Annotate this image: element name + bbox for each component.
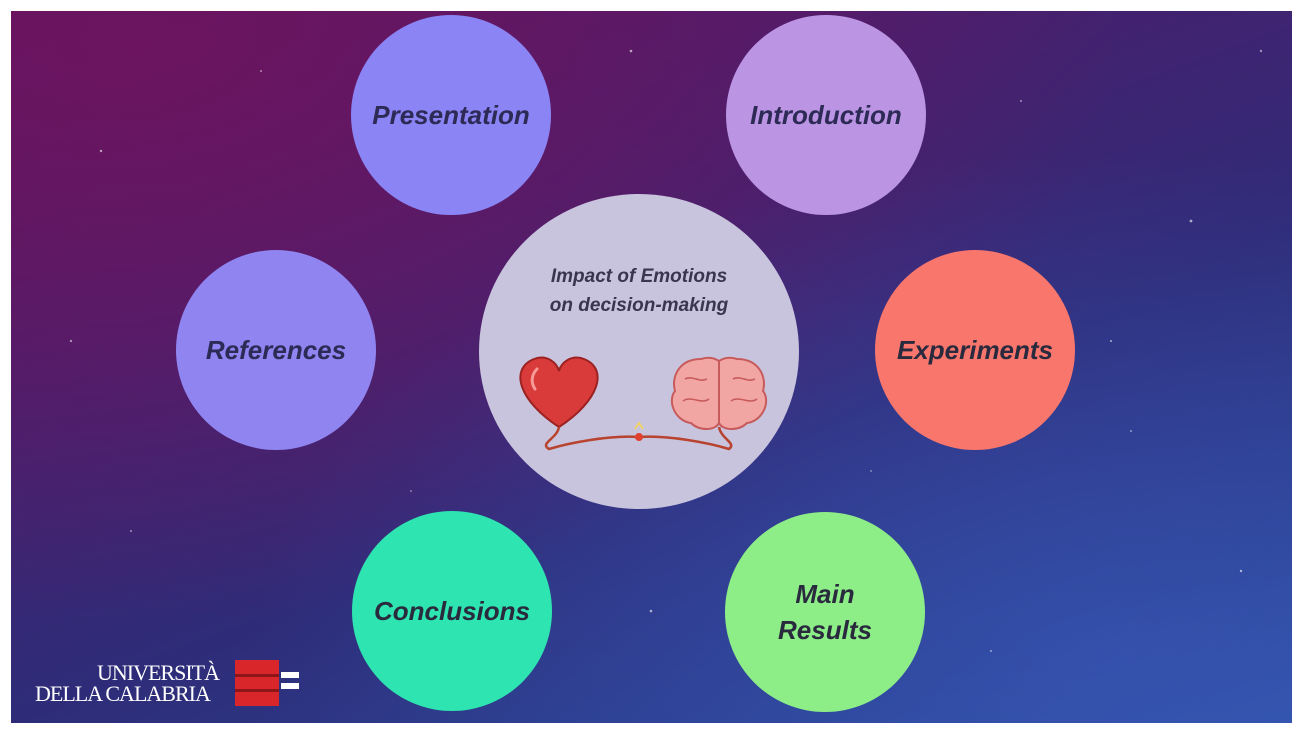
topic-conclusions-label: Conclusions xyxy=(373,596,530,626)
heart-icon xyxy=(519,356,599,429)
central-topic-title-line1: Impact of Emotions xyxy=(550,266,728,287)
central-topic-title-line2: on decision-making xyxy=(549,295,729,316)
topic-experiments-label: Experiments xyxy=(896,335,1054,365)
university-logo: UNIVERSITÀ DELLA CALABRIA xyxy=(33,658,323,710)
university-emblem-icon xyxy=(235,660,299,706)
topic-introduction-label: Introduction xyxy=(750,100,902,130)
topic-main-results-label: Main Results xyxy=(778,576,872,648)
heart-brain-illustration xyxy=(519,356,768,451)
brain-icon xyxy=(670,356,768,430)
logo-text-line1: UNIVERSITÀ xyxy=(97,660,220,685)
topic-experiments[interactable]: Experiments xyxy=(875,250,1075,450)
topic-main-results-line2: Results xyxy=(778,615,872,645)
central-topic[interactable]: Impact of Emotions on decision-making xyxy=(479,194,799,509)
topic-presentation[interactable]: Presentation xyxy=(351,15,551,215)
topic-conclusions[interactable]: Conclusions xyxy=(352,511,552,711)
topic-main-results[interactable]: Main Results xyxy=(725,512,925,712)
logo-text-line2: DELLA CALABRIA xyxy=(35,681,211,706)
topic-introduction[interactable]: Introduction xyxy=(726,15,926,215)
starfield-background xyxy=(69,49,1263,652)
topic-main-results-line1: Main xyxy=(795,579,855,609)
topic-presentation-label: Presentation xyxy=(372,100,530,130)
slide: Presentation Introduction References Exp… xyxy=(11,11,1292,723)
topic-references-label: References xyxy=(205,335,347,365)
central-topic-title: Impact of Emotions on decision-making xyxy=(479,262,799,320)
topic-references[interactable]: References xyxy=(176,250,376,450)
